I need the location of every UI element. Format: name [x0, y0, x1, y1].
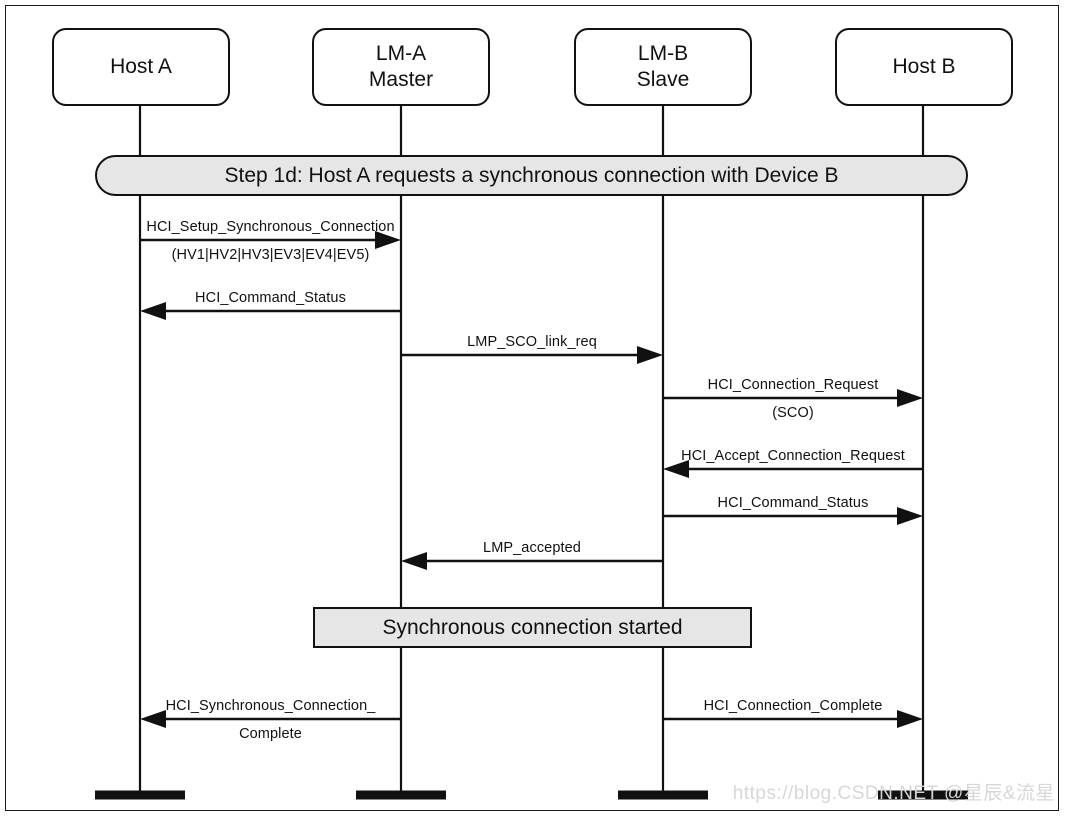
- message-lmp-sco-link-req: [401, 346, 663, 364]
- diagram-frame: [5, 5, 1059, 811]
- message-label-hci-command-status-2: HCI_Command_Status: [717, 495, 869, 511]
- message-arrowhead-hci-connection-request: [897, 389, 923, 407]
- actor-host-a: Host A: [52, 28, 230, 106]
- message-hci-connection-request: [663, 389, 923, 407]
- actor-lm-b-label-1: Slave: [636, 68, 690, 91]
- message-hci-command-status-1: [140, 302, 401, 320]
- actor-lm-b-label-0: LM-B: [637, 42, 689, 66]
- message-label-lmp-sco-link-req: LMP_SCO_link_req: [467, 334, 597, 350]
- message-label-hci-setup-synchronous-connection: HCI_Setup_Synchronous_Connection: [146, 219, 395, 235]
- actor-lm-b: LM-B Slave: [574, 28, 752, 106]
- message-lmp-accepted: [401, 552, 663, 570]
- message-sublabel-hci-connection-request: (SCO): [772, 405, 814, 421]
- message-hci-command-status-2: [663, 507, 923, 525]
- message-hci-connection-complete: [663, 710, 923, 728]
- message-hci-accept-connection-request: [663, 460, 923, 478]
- message-arrowhead-hci-setup-synchronous-connection: [375, 231, 401, 249]
- message-label-lmp-accepted: LMP_accepted: [483, 540, 581, 556]
- actor-host-b: Host B: [835, 28, 1013, 106]
- message-arrowhead-hci-connection-complete: [897, 710, 923, 728]
- message-label-hci-connection-complete: HCI_Connection_Complete: [703, 698, 883, 714]
- message-label-hci-synchronous-connection-complete: HCI_Synchronous_Connection_: [165, 698, 376, 714]
- message-arrowhead-lmp-sco-link-req: [637, 346, 663, 364]
- message-hci-synchronous-connection-complete: [140, 710, 401, 728]
- message-sublabel-hci-synchronous-connection-complete: Complete: [239, 726, 302, 742]
- actor-lm-a-label-0: LM-A: [375, 42, 427, 66]
- actor-host-b-label-0: Host B: [892, 55, 956, 79]
- message-hci-setup-synchronous-connection: [140, 231, 401, 249]
- message-label-hci-accept-connection-request: HCI_Accept_Connection_Request: [681, 448, 905, 464]
- note-synchronous-connection-started: Synchronous connection started: [313, 607, 752, 648]
- message-arrowhead-hci-command-status-2: [897, 507, 923, 525]
- actor-host-a-label-0: Host A: [110, 55, 172, 79]
- note-text: Synchronous connection started: [382, 615, 683, 639]
- actor-lm-a-label-1: Master: [368, 68, 434, 91]
- message-label-hci-connection-request: HCI_Connection_Request: [707, 377, 879, 393]
- step-banner-text: Step 1d: Host A requests a synchronous c…: [224, 163, 839, 187]
- step-banner: Step 1d: Host A requests a synchronous c…: [95, 155, 968, 196]
- message-label-hci-command-status-1: HCI_Command_Status: [195, 290, 346, 306]
- message-arrowhead-hci-command-status-1: [140, 302, 166, 320]
- actor-lm-a: LM-A Master: [312, 28, 490, 106]
- message-arrowhead-lmp-accepted: [401, 552, 427, 570]
- message-arrowhead-hci-accept-connection-request: [663, 460, 689, 478]
- message-sublabel-hci-setup-synchronous-connection: (HV1|HV2|HV3|EV3|EV4|EV5): [171, 247, 370, 263]
- message-arrowhead-hci-synchronous-connection-complete: [140, 710, 166, 728]
